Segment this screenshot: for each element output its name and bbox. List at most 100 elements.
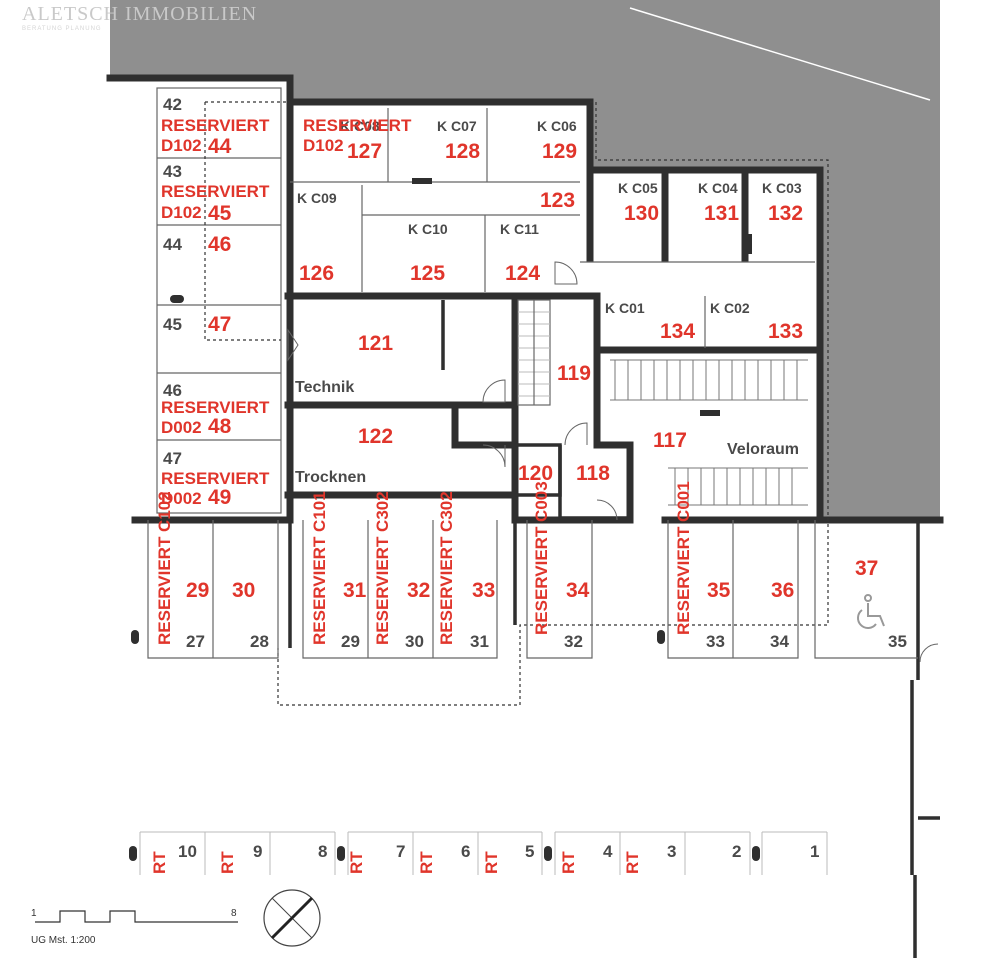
storage-number: 126 — [299, 262, 334, 285]
lot-number: 27 — [186, 632, 205, 651]
room-number: 118 — [576, 462, 610, 485]
door-swings — [287, 261, 939, 663]
outdoor-parking — [129, 831, 828, 875]
terrain-area — [110, 0, 940, 520]
space-number: 36 — [771, 579, 794, 602]
room-number: 119 — [557, 362, 591, 385]
storage-code: K C01 — [605, 300, 645, 316]
space-number: 35 — [707, 579, 731, 602]
building-walls — [106, 74, 944, 958]
storage-code: K C11 — [500, 221, 539, 237]
outdoor-lot: 3 — [667, 842, 676, 861]
space-number: 34 — [566, 579, 590, 602]
outdoor-lot: 6 — [461, 842, 470, 861]
space-number: 48 — [208, 415, 232, 438]
reserved-label: RESERVIERT C302 — [373, 491, 392, 645]
lot-number: 34 — [770, 632, 789, 651]
reserved-label: RESERVIERT C003 — [532, 481, 551, 635]
storage-number: 128 — [445, 140, 480, 163]
reserved-label: RESERVIERT — [161, 398, 270, 417]
space-number: 47 — [208, 313, 231, 336]
space-number: 45 — [208, 202, 232, 225]
room-number: 120 — [518, 462, 553, 485]
room-label: Technik — [295, 379, 354, 396]
storage-code: K C03 — [762, 180, 802, 196]
scale-bar: 1 8 UG Mst. 1:200 — [31, 908, 238, 946]
outdoor-lot: 1 — [810, 842, 819, 861]
lot-number: 33 — [706, 632, 725, 651]
storage-number: 124 — [505, 262, 540, 285]
room-number: 122 — [358, 425, 393, 448]
outdoor-lot: 2 — [732, 842, 741, 861]
storage-number: 132 — [768, 202, 803, 225]
owner-label: D102 — [161, 136, 202, 155]
outdoor-marker: RT — [623, 851, 642, 874]
lot-number: 31 — [470, 632, 489, 651]
lot-number: 42 — [163, 95, 182, 114]
reserved-label: RESERVIERT C302 — [437, 491, 456, 645]
outdoor-lot: 8 — [318, 842, 327, 861]
svg-text:8: 8 — [231, 908, 237, 919]
space-number: 29 — [186, 579, 209, 602]
reserved-label: RESERVIERT — [303, 116, 412, 135]
space-number: 49 — [208, 486, 231, 509]
room-label: Veloraum — [727, 441, 799, 458]
outdoor-lot: 10 — [178, 842, 197, 861]
storage-code: K C05 — [618, 180, 658, 196]
room-label: Trocknen — [295, 469, 366, 486]
reserved-label: RESERVIERT — [161, 182, 270, 201]
owner-label: D002 — [161, 489, 202, 508]
company-tagline: BERATUNG PLANUNG — [22, 26, 102, 32]
owner-label: D102 — [303, 136, 344, 155]
lot-number: 30 — [405, 632, 424, 651]
lot-number: 28 — [250, 632, 269, 651]
terrain-line — [629, 7, 931, 101]
storage-code: K C04 — [698, 180, 738, 196]
reserved-label: RESERVIERT C102 — [155, 491, 174, 645]
outdoor-marker: RT — [150, 851, 169, 874]
storage-number: 127 — [347, 140, 382, 163]
lot-number: 35 — [888, 632, 907, 651]
owner-label: D002 — [161, 418, 202, 437]
outdoor-lot: 5 — [525, 842, 534, 861]
storage-number: 133 — [768, 320, 803, 343]
outdoor-marker: RT — [347, 851, 366, 874]
storage-number: 123 — [540, 189, 575, 212]
owner-label: D102 — [161, 203, 202, 222]
svg-text:UG Mst. 1:200: UG Mst. 1:200 — [31, 935, 96, 946]
company-logo: ALETSCH IMMOBILIEN — [22, 3, 257, 25]
storage-number: 130 — [624, 202, 659, 225]
wheelchair-icon — [857, 594, 885, 629]
left-parking — [156, 87, 291, 514]
storage-number: 125 — [410, 262, 445, 285]
storage-code: K C08 — [340, 118, 380, 134]
outdoor-marker: RT — [482, 851, 501, 874]
lot-number: 29 — [341, 632, 360, 651]
space-number: 32 — [407, 579, 430, 602]
reserved-label: RESERVIERT — [161, 116, 270, 135]
bottom-parking — [131, 520, 918, 659]
space-number: 37 — [855, 557, 878, 580]
storage-code: K C09 — [297, 190, 337, 206]
storage-number: 129 — [542, 140, 577, 163]
storage-number: 134 — [660, 320, 695, 343]
lot-number: 32 — [564, 632, 583, 651]
space-number: 33 — [472, 579, 495, 602]
reserved-label: RESERVIERT C001 — [674, 481, 693, 635]
outdoor-lot: 9 — [253, 842, 262, 861]
lot-number: 45 — [163, 315, 182, 334]
svg-text:1: 1 — [31, 908, 37, 919]
reserved-label: RESERVIERT C101 — [310, 491, 329, 645]
storage-code: K C02 — [710, 300, 750, 316]
bike-rack-marker — [700, 410, 720, 416]
room-number: 117 — [653, 429, 687, 452]
outdoor-lot: 7 — [396, 842, 405, 861]
lot-number: 44 — [163, 235, 182, 254]
space-number: 46 — [208, 233, 231, 256]
outdoor-marker: RT — [218, 851, 237, 874]
room-number: 121 — [358, 332, 393, 355]
lot-number: 46 — [163, 381, 182, 400]
space-number: 44 — [208, 135, 232, 158]
space-number: 30 — [232, 579, 255, 602]
